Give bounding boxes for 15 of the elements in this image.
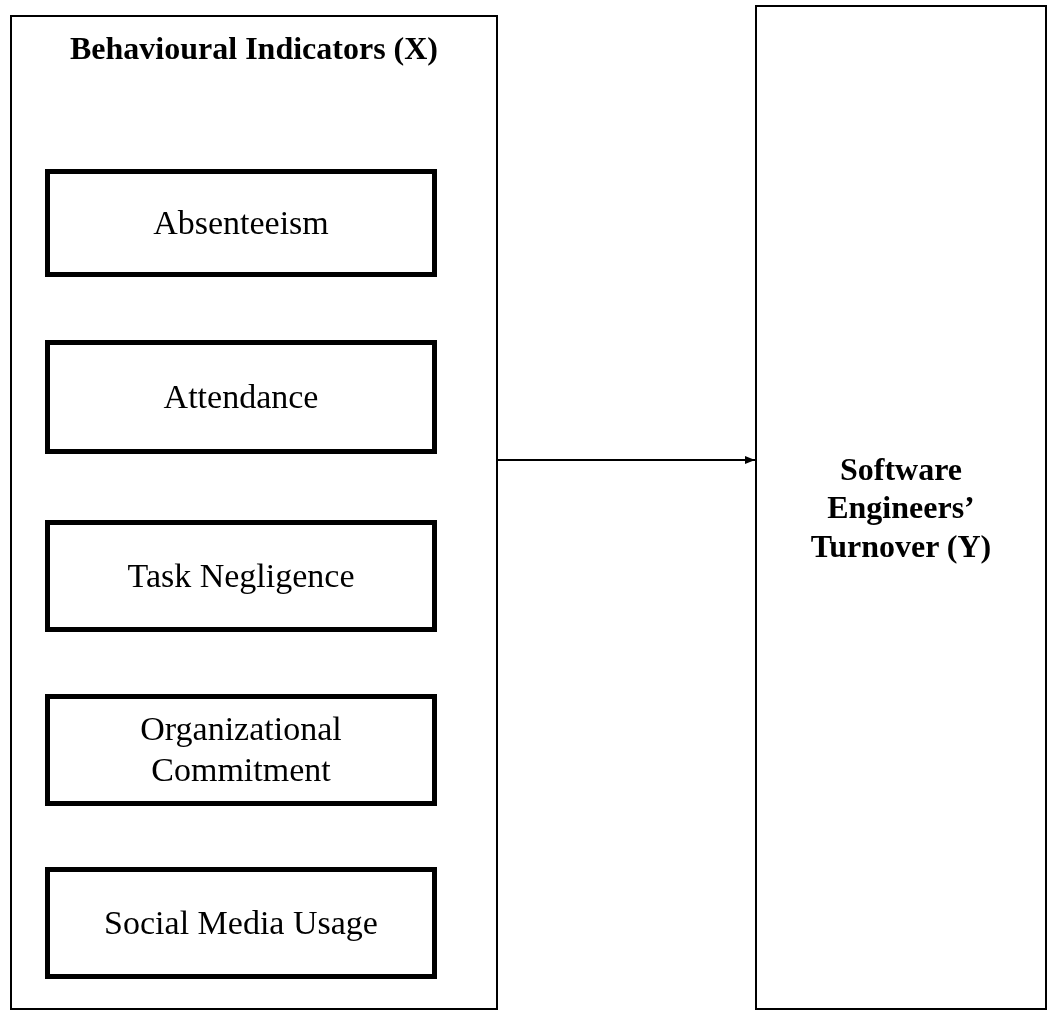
indicator-box (45, 867, 437, 979)
indicator-label: Absenteeism (152, 202, 330, 243)
indicator-label: Social Media Usage (103, 902, 379, 943)
indicator-box (45, 169, 437, 277)
indicator-box (45, 340, 437, 454)
heading-text: Software Engineers’ Turnover (Y) (809, 449, 993, 566)
indicator-box (45, 520, 437, 632)
indicator-label: Task Negligence (126, 555, 356, 596)
group-box (10, 15, 498, 1010)
outcome-box (755, 5, 1047, 1010)
indicator-label: Attendance (162, 376, 320, 417)
arrow (497, 456, 756, 464)
heading-text: Behavioural Indicators (X) (69, 29, 439, 68)
indicator-label: Organizational Commitment (139, 709, 343, 790)
indicator-box (45, 694, 437, 806)
